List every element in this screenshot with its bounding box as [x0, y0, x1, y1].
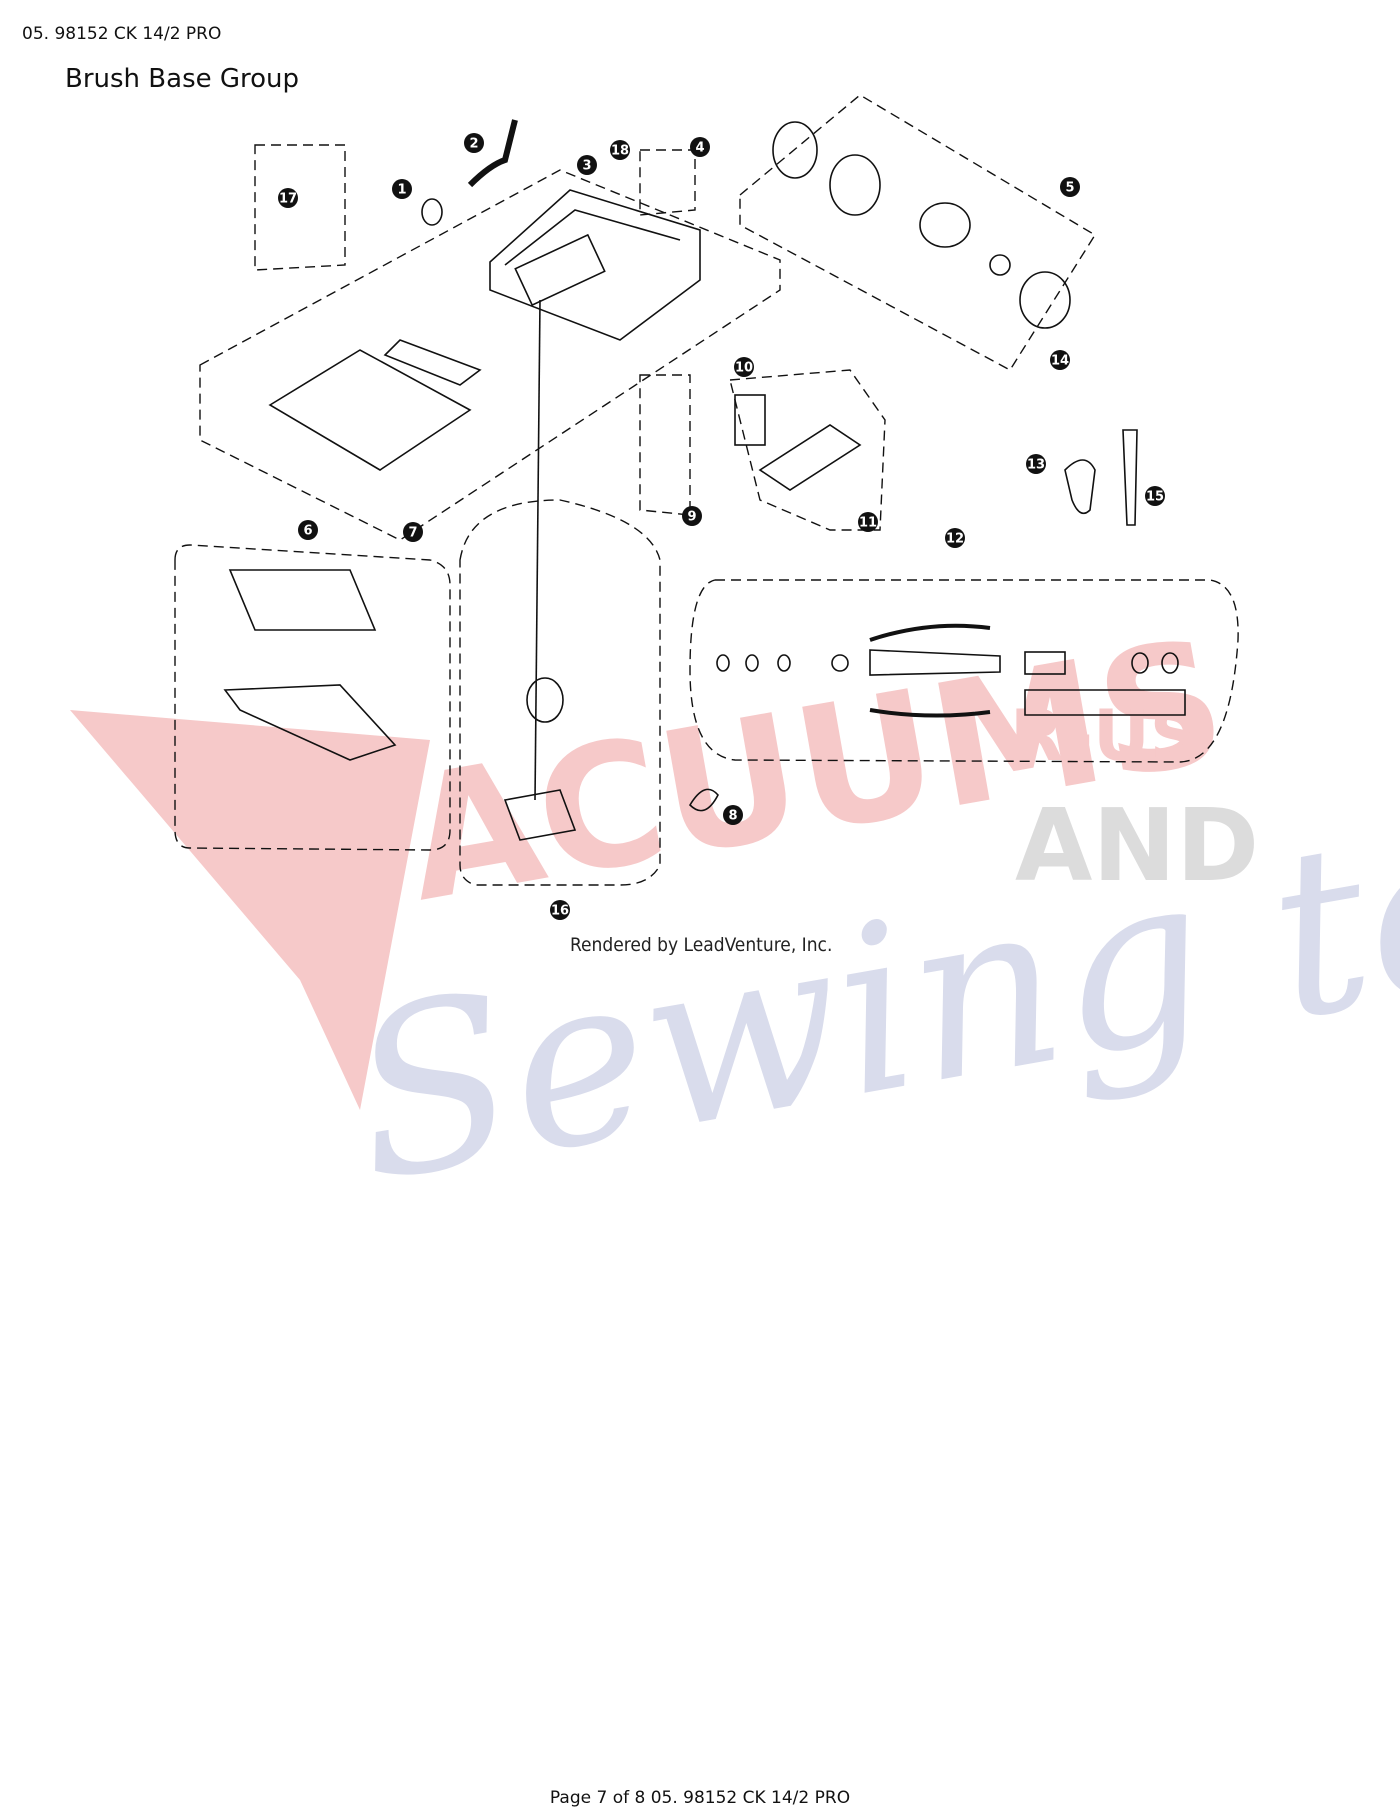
callout-5-marker — [1060, 177, 1080, 197]
lower-base — [223, 684, 397, 761]
callout-17-marker — [278, 188, 298, 208]
callout-9: 9 — [687, 510, 696, 525]
render-credit: Rendered by LeadVenture, Inc. — [570, 934, 833, 956]
group-box-11 — [729, 369, 886, 531]
callout-18: 18 — [611, 144, 629, 159]
top-cover — [228, 569, 377, 631]
callout-16-marker — [550, 900, 570, 920]
callout-18-marker — [610, 140, 630, 160]
document-reference: 05. 98152 CK 14/2 PRO — [22, 24, 222, 44]
group-box-16 — [459, 499, 661, 886]
belt — [688, 788, 719, 812]
group-box-9 — [639, 374, 691, 516]
callout-1-marker — [392, 179, 412, 199]
hood-housing — [489, 189, 701, 341]
callout-13: 13 — [1027, 458, 1045, 473]
callout-3: 3 — [582, 159, 591, 174]
callout-7: 7 — [408, 526, 417, 541]
callout-9-marker — [682, 506, 702, 526]
motor-part — [526, 677, 564, 723]
callout-14: 14 — [1051, 354, 1069, 369]
callout-2-marker — [464, 133, 484, 153]
page-title: Brush Base Group — [65, 64, 300, 94]
callout-17: 17 — [279, 192, 297, 207]
callout-13-marker — [1026, 454, 1046, 474]
brush-end-cap — [1024, 651, 1066, 675]
callout-8-marker — [723, 805, 743, 825]
elbow-tube — [467, 119, 518, 188]
ring-part — [421, 198, 443, 226]
part-15 — [1122, 429, 1138, 526]
callout-3-marker — [577, 155, 597, 175]
callout-15-marker — [1145, 486, 1165, 506]
group-box-7 — [199, 169, 781, 541]
group-box-4 — [639, 149, 696, 216]
group-box-14 — [739, 94, 1096, 371]
callout-10: 10 — [735, 361, 753, 376]
callout-16: 16 — [551, 904, 569, 919]
group-box-17 — [254, 144, 346, 271]
drive-ring — [772, 121, 818, 179]
callout-10-marker — [734, 357, 754, 377]
callout-6: 6 — [303, 524, 312, 539]
group-box-12 — [689, 579, 1239, 763]
page-footer: Page 7 of 8 05. 98152 CK 14/2 PRO — [549, 1788, 851, 1808]
callout-4-marker — [690, 137, 710, 157]
part-11 — [758, 424, 862, 491]
callout-7-marker — [403, 522, 423, 542]
callout-1: 1 — [397, 183, 406, 198]
callout-4: 4 — [695, 141, 704, 156]
callout-2: 2 — [469, 137, 478, 152]
callout-15: 15 — [1146, 490, 1164, 505]
callout-14-marker — [1050, 350, 1070, 370]
callout-8: 8 — [728, 809, 737, 824]
callout-11-marker — [858, 512, 878, 532]
part-10 — [734, 394, 766, 446]
callout-12: 12 — [946, 532, 964, 547]
brush-roll — [869, 649, 1001, 676]
callout-11: 11 — [859, 516, 877, 531]
group-box-6 — [174, 544, 451, 851]
bottom-plate — [268, 349, 472, 471]
part-13 — [1064, 459, 1096, 515]
callout-12-marker — [945, 528, 965, 548]
callout-5: 5 — [1065, 181, 1074, 196]
callout-6-marker — [298, 520, 318, 540]
